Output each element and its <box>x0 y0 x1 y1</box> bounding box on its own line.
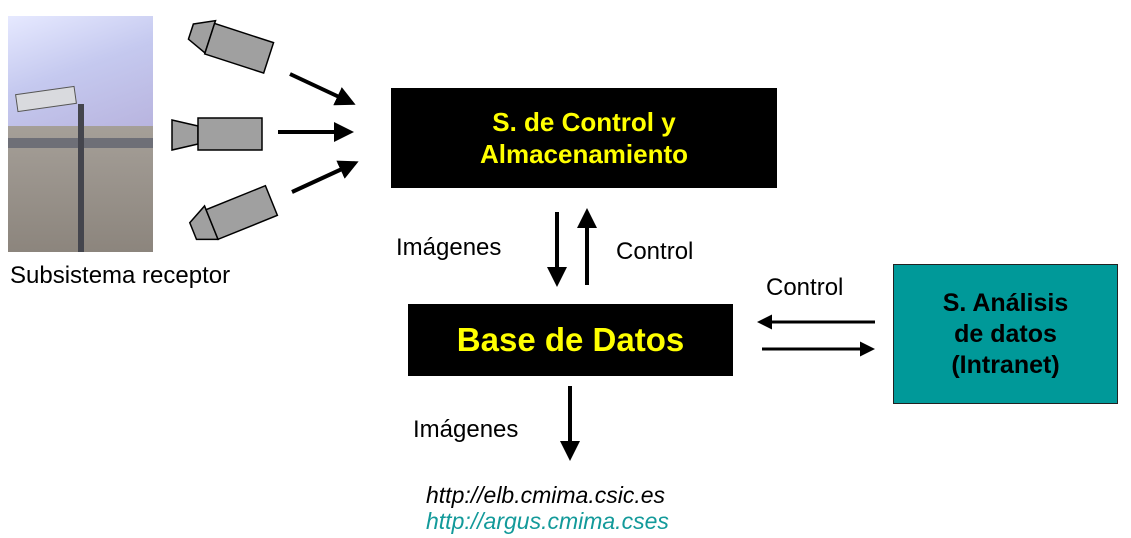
receiver-label: Subsistema receptor <box>10 262 231 289</box>
control-side-label: Control <box>766 274 844 301</box>
images-out-label: Imágenes <box>413 416 519 443</box>
analysis-box-line2: de datos <box>954 319 1057 348</box>
video-camera-icon <box>187 19 275 75</box>
video-camera-icon <box>171 117 263 151</box>
analysis-box-line3: (Intranet) <box>951 350 1060 379</box>
video-camera-icon <box>188 184 279 241</box>
receiver-photo <box>8 16 153 252</box>
url-link-argus[interactable]: http://argus.cmima.cses <box>426 508 669 534</box>
analysis-box: S. Análisis de datos (Intranet) <box>893 264 1118 404</box>
control-box-line1: S. de Control y <box>492 107 676 137</box>
control-storage-box: S. de Control y Almacenamiento <box>391 88 777 188</box>
arrow-cam1 <box>289 72 356 106</box>
arrow-cam3 <box>291 160 359 194</box>
database-label: Base de Datos <box>456 321 685 358</box>
images-down-label: Imágenes <box>396 234 502 261</box>
url-link-elb[interactable]: http://elb.cmima.csic.es <box>426 482 666 508</box>
control-box-line2: Almacenamiento <box>479 139 689 169</box>
database-box: Base de Datos <box>408 304 733 376</box>
control-up-label: Control <box>616 238 694 265</box>
analysis-box-line1: S. Análisis <box>942 288 1069 317</box>
